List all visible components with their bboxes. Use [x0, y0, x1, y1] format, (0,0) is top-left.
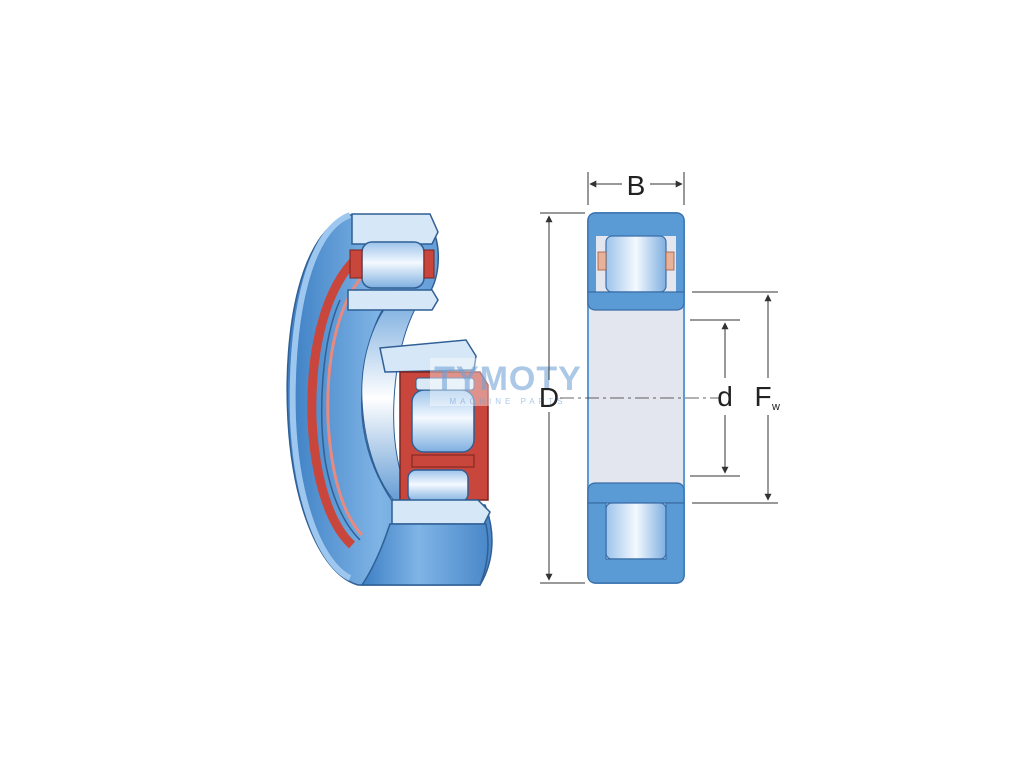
- top-flange: [351, 213, 439, 245]
- section-top-roller: [605, 235, 667, 293]
- dim-b-label: B: [627, 170, 646, 201]
- dim-d-outer-label: D: [539, 382, 559, 413]
- section-bottom-inner-ring: [587, 482, 685, 504]
- bearing-section-view: [560, 212, 720, 584]
- top-roller: [361, 241, 425, 289]
- dimension-lines: [540, 172, 778, 584]
- cage-ring: [307, 251, 364, 549]
- watermark-tagline: MACHINE PARTS: [449, 397, 566, 406]
- watermark: TYMOTY MACHINE PARTS: [430, 358, 590, 406]
- dim-fw-label: F: [754, 381, 771, 412]
- dim-bore-label: d: [717, 381, 733, 412]
- lower-roller: [407, 469, 469, 503]
- section-bottom-roller: [605, 502, 667, 560]
- outer-ring-face: [289, 212, 352, 581]
- watermark-brand: TYMOTY: [434, 360, 582, 398]
- top-inner-flange: [347, 289, 439, 311]
- dim-fw-subscript: w: [771, 401, 780, 413]
- right-flange: [379, 339, 477, 373]
- section-top-inner-ring: [587, 291, 685, 311]
- bearing-3d-cutaway: [286, 212, 493, 586]
- section-bottom-outer-ring: [587, 502, 685, 584]
- bottom-flange: [391, 499, 491, 525]
